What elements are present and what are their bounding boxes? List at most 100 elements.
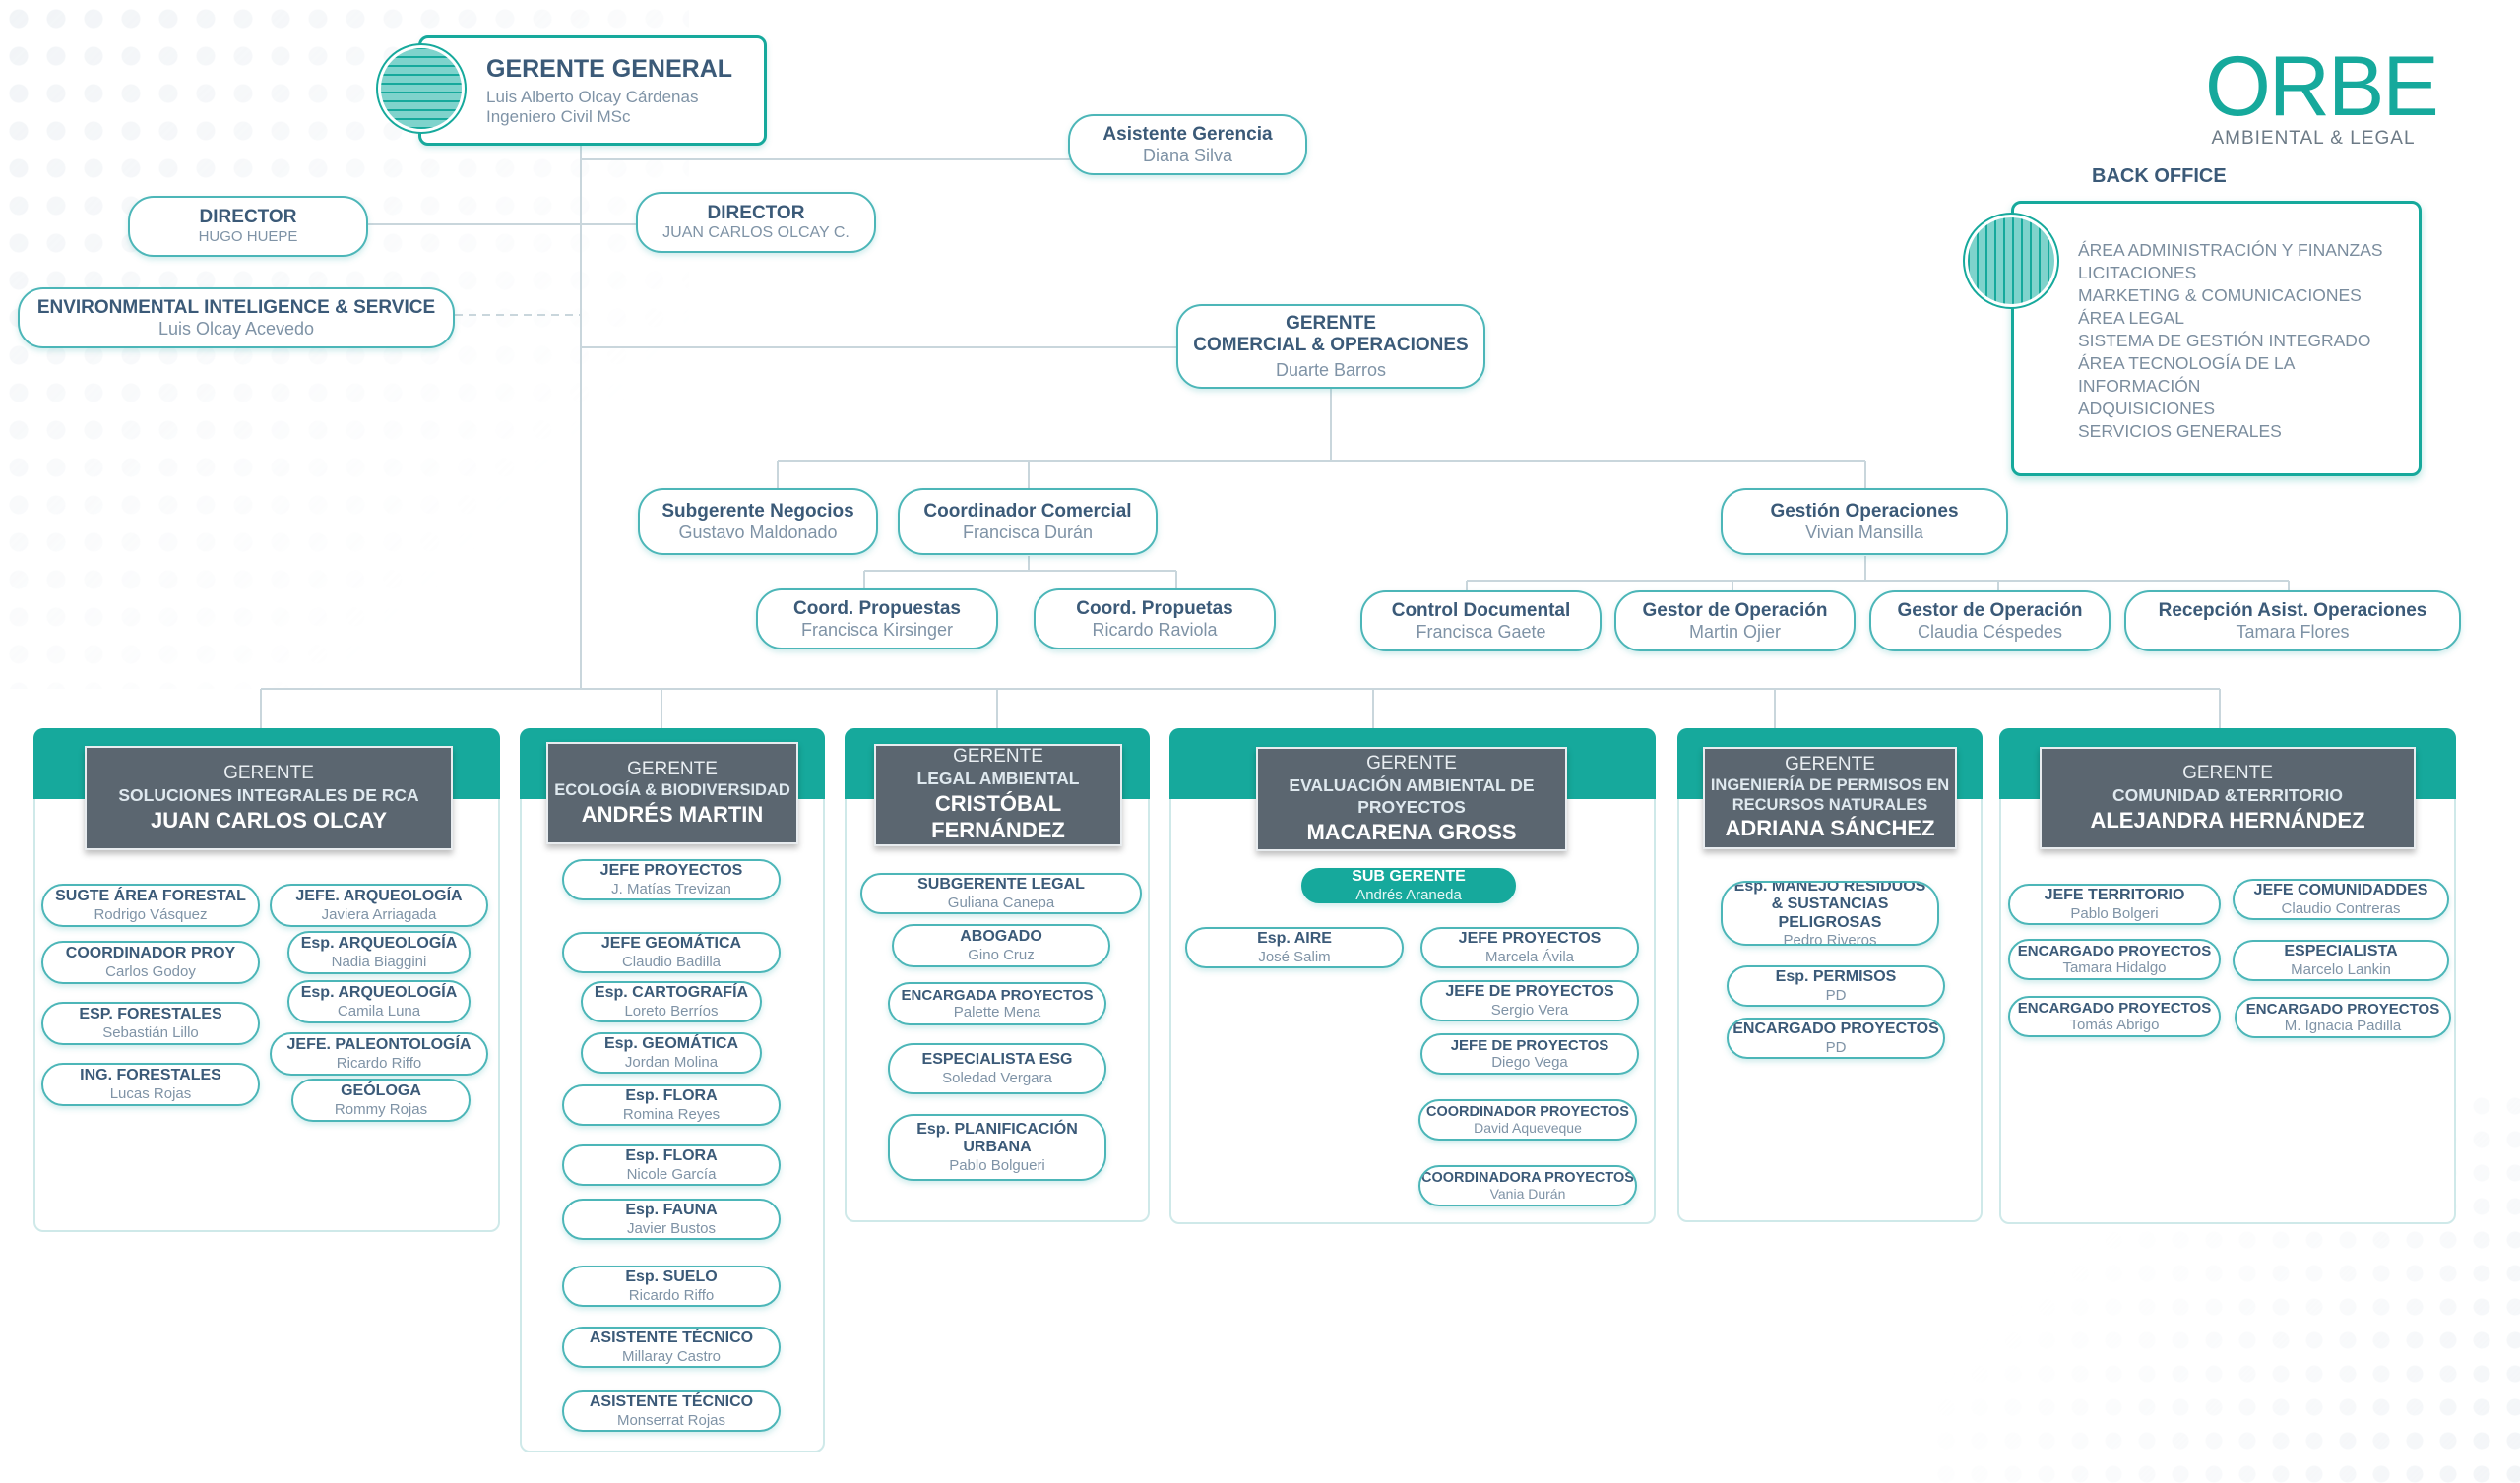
card-name: Jordan Molina [624, 1053, 719, 1071]
head-manager: MACARENA GROSS [1306, 819, 1517, 844]
card-title: Coordinador Comercial [923, 500, 1132, 522]
coord-propuestas-2: Coord. Propuetas Ricardo Raviola [1034, 588, 1276, 649]
card-title: ENVIRONMENTAL INTELIGENCE & SERVICE [36, 296, 436, 318]
area-head-rca: GERENTE SOLUCIONES INTEGRALES DE RCA JUA… [85, 746, 453, 850]
area-head-evaluacion: GERENTE EVALUACIÓN AMBIENTAL DE PROYECTO… [1256, 747, 1567, 851]
card-title: Esp. SUELO [625, 1268, 718, 1286]
card-title: COORDINADOR PROY [65, 945, 236, 962]
card-name: Claudio Badilla [621, 953, 722, 970]
bo-item: ÁREA ADMINISTRACIÓN Y FINANZAS [2078, 240, 2383, 260]
card-title: Asistente Gerencia [1102, 123, 1273, 145]
card-title: DIRECTOR [199, 207, 297, 228]
globe-icon [1965, 215, 2057, 307]
card-name: Carlos Godoy [105, 962, 196, 980]
area-head-comunidad: GERENTE COMUNIDAD &TERRITORIO ALEJANDRA … [2040, 747, 2416, 849]
card-title: ENCARGADO PROYECTOS [2245, 1000, 2440, 1018]
card-name: PD [1825, 1038, 1847, 1056]
area-head-ingenieria: GERENTE INGENIERÍA DE PERMISOS EN RECURS… [1703, 747, 1957, 849]
card-name: Martin Ojier [1688, 621, 1781, 642]
card-name: Duarte Barros [1275, 359, 1387, 380]
card-title: ASISTENTE TÉCNICO [589, 1393, 754, 1411]
head-role: GERENTE [2182, 762, 2273, 783]
card-name: Camila Luna [337, 1002, 421, 1020]
card-name: Loreto Berríos [624, 1002, 719, 1020]
logo-main: ORBE [2205, 39, 2439, 134]
head-manager: ALEJANDRA HERNÁNDEZ [2090, 807, 2365, 833]
card-name: José Salim [1258, 948, 1331, 965]
card-title: ENCARGADO PROYECTOS [2017, 999, 2212, 1017]
card-title: ESPECIALISTA [2284, 943, 2398, 960]
logo-sub: AMBIENTAL & LEGAL [2211, 128, 2416, 149]
gerente-general-box: GERENTE GENERAL Luis Alberto Olcay Cárde… [418, 35, 767, 146]
card-title: ESP. FORESTALES [79, 1006, 222, 1023]
head-role: GERENTE [1785, 754, 1875, 775]
card-name: Guliana Canepa [947, 894, 1055, 911]
card-name: M. Ignacia Padilla [2284, 1018, 2402, 1034]
head-role: GERENTE [953, 746, 1043, 768]
card-name: HUGO HUEPE [198, 228, 298, 246]
card-title: Gestor de Operación [1897, 599, 2083, 621]
card-title: ENCARGADA PROYECTOS [901, 986, 1094, 1004]
card-title: Esp. ARQUEOLOGÍA [300, 984, 458, 1002]
card-title: Coord. Propuestas [793, 597, 961, 619]
card-name: Marcela Ávila [1484, 948, 1575, 965]
area-head-ecologia: GERENTE ECOLOGÍA & BIODIVERSIDAD ANDRÉS … [546, 742, 798, 844]
card-title: Coord. Propuetas [1076, 597, 1233, 619]
card-name: Pablo Bolgeri [2070, 904, 2159, 922]
card-title: Esp. MANEJO RESIDUOS & SUSTANCIAS PELIGR… [1733, 881, 1926, 931]
card-title: COORDINADOR PROYECTOS [1426, 1103, 1629, 1120]
card-name: Francisca Durán [962, 522, 1094, 542]
card-title: Esp. FAUNA [625, 1202, 718, 1219]
card-title: JEFE PROYECTOS [599, 862, 743, 880]
bo-item: MARKETING & COMUNICACIONES [2078, 285, 2362, 305]
card-name: Andrés Araneda [1355, 886, 1462, 903]
head-dept: INGENIERÍA DE PERMISOS EN RECURSOS NATUR… [1710, 775, 1950, 814]
bo-item: ÁREA LEGAL [2078, 308, 2184, 328]
gerente-general-sub: Ingeniero Civil MSc [486, 106, 631, 126]
gestion-operaciones: Gestión Operaciones Vivian Mansilla [1721, 488, 2008, 555]
card-title: Control Documental [1391, 599, 1571, 621]
card-title: SUGTE ÁREA FORESTAL [55, 888, 246, 905]
gerente-comercial-operaciones: GERENTE COMERCIAL & OPERACIONES Duarte B… [1176, 304, 1485, 389]
card-name: JUAN CARLOS OLCAY C. [662, 223, 850, 241]
card-name: Gino Cruz [968, 946, 1035, 963]
card-title: SUB GERENTE [1352, 868, 1466, 886]
card-title: ESPECIALISTA ESG [921, 1051, 1073, 1069]
card-title: COORDINADORA PROYECTOS [1421, 1169, 1634, 1186]
card-title: Esp. CARTOGRAFÍA [594, 984, 749, 1002]
head-dept: SOLUCIONES INTEGRALES DE RCA [118, 784, 419, 805]
card-title: Subgerente Negocios [662, 500, 854, 522]
back-office-box: ÁREA ADMINISTRACIÓN Y FINANZAS LICITACIO… [2011, 201, 2422, 476]
asistente-gerencia: Asistente Gerencia Diana Silva [1068, 114, 1307, 175]
card-title: SUBGERENTE LEGAL [917, 876, 1085, 894]
card-name: Nadia Biaggini [331, 953, 427, 970]
card-title-2: COMERCIAL & OPERACIONES [1193, 334, 1469, 355]
card-name: Vania Durán [1489, 1186, 1566, 1203]
card-name: Tamara Hidalgo [2062, 959, 2167, 976]
head-role: GERENTE [1366, 752, 1457, 773]
head-manager: JUAN CARLOS OLCAY [151, 807, 387, 833]
card-name: Javier Bustos [626, 1219, 717, 1237]
